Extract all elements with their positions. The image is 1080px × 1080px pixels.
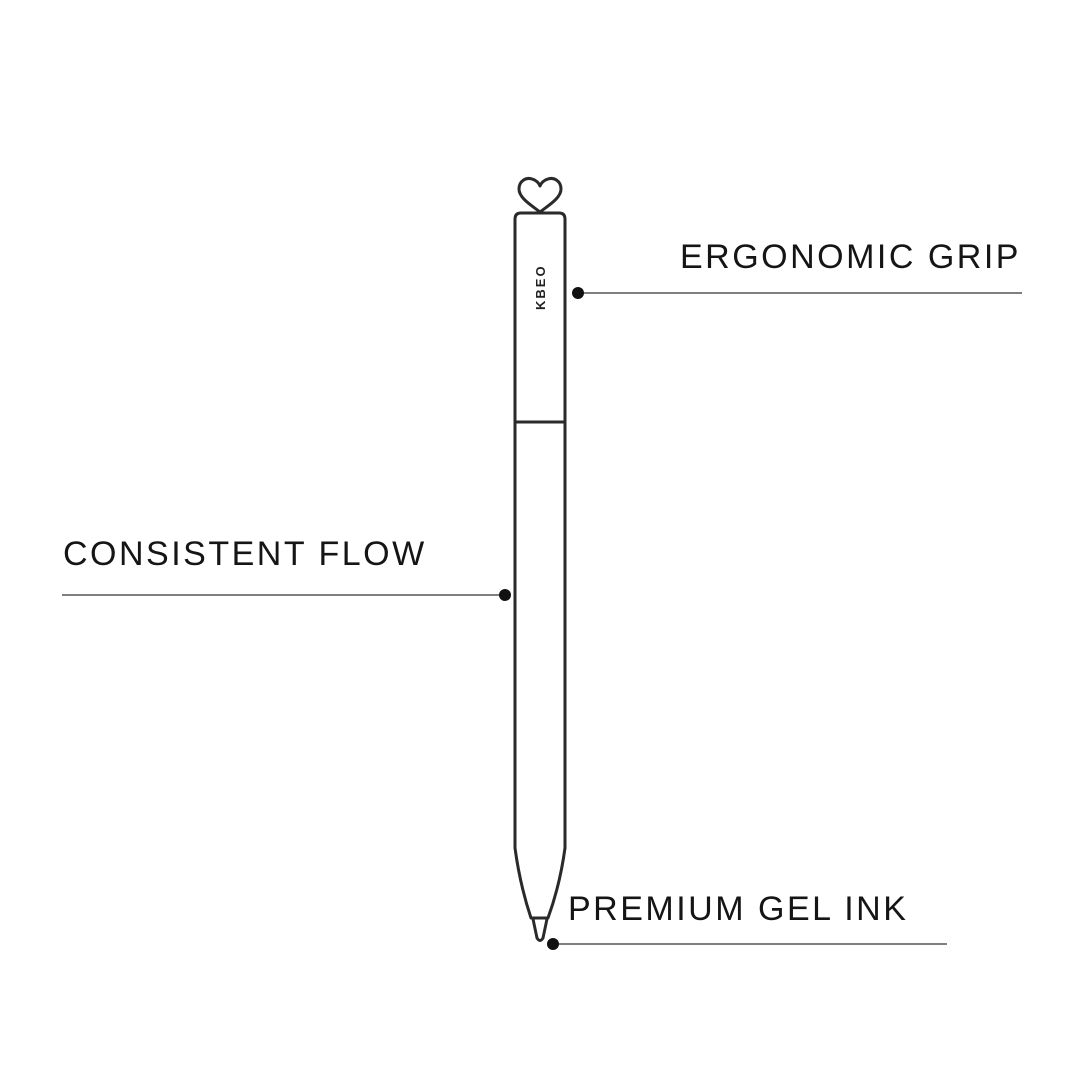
ergonomic-grip-label: ERGONOMIC GRIP (679, 238, 1021, 276)
pen-barrel (513, 422, 567, 920)
callout-lines (62, 292, 1022, 945)
premium-gel-ink-label: PREMIUM GEL INK (568, 890, 909, 928)
brand-logo: KBEO (533, 264, 548, 310)
svg-text:KBEO: KBEO (533, 264, 548, 310)
pen-tip (531, 918, 549, 942)
flow-dot-icon (499, 589, 511, 601)
heart-clip-icon (517, 177, 563, 214)
grip-dot-icon (572, 287, 584, 299)
pen-cap (513, 211, 567, 424)
consistent-flow-label: CONSISTENT FLOW (63, 535, 427, 573)
ink-dot-icon (547, 938, 559, 950)
